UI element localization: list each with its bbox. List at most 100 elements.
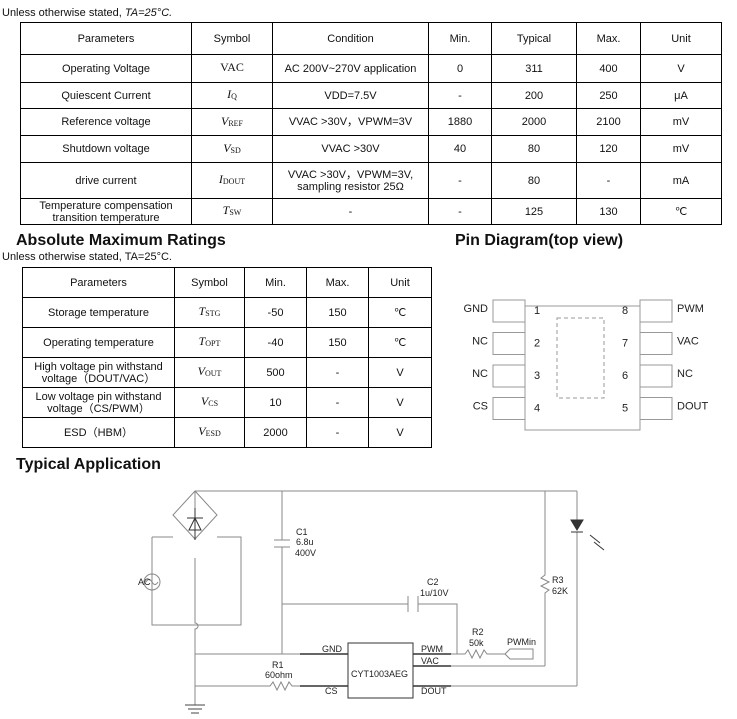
pin-number: 1 bbox=[534, 305, 540, 317]
application-circuit: AC C1 6.8u 400V C2 1u/10V R3 62K R2 50k … bbox=[138, 490, 605, 714]
cell-min: 10 bbox=[244, 387, 307, 418]
cell-cond: VVAC >30V bbox=[272, 135, 429, 163]
cell-param: High voltage pin withstand voltage（DOUT/… bbox=[22, 357, 175, 388]
pin-left-1 bbox=[492, 299, 526, 323]
cell-unit: V bbox=[368, 357, 432, 388]
cell-unit: V bbox=[640, 54, 722, 83]
column-header: Unit bbox=[368, 267, 432, 298]
label-r1: R1 bbox=[272, 660, 284, 670]
symbol-sub: SD bbox=[230, 145, 241, 155]
cell-sym: VAC bbox=[191, 54, 273, 83]
label-r2-value: 50k bbox=[469, 638, 484, 648]
exposed-pad bbox=[556, 317, 605, 399]
note-text: Unless otherwise stated, bbox=[2, 7, 125, 19]
cell-cond: - bbox=[272, 198, 429, 225]
capacitor-c1 bbox=[274, 491, 290, 654]
cell-min: 500 bbox=[244, 357, 307, 388]
cell-unit: ℃ bbox=[368, 327, 432, 358]
label-c2: C2 bbox=[427, 577, 439, 587]
abs-max-title: Absolute Maximum Ratings bbox=[16, 232, 226, 249]
column-header: Symbol bbox=[191, 22, 273, 55]
pin-left-3 bbox=[492, 364, 526, 388]
symbol-sub: STG bbox=[205, 309, 221, 318]
cell-sym: VCS bbox=[174, 387, 245, 418]
label-vac: VAC bbox=[421, 656, 439, 666]
column-header: Condition bbox=[272, 22, 429, 55]
column-header: Unit bbox=[640, 22, 722, 55]
column-header: Parameters bbox=[20, 22, 192, 55]
column-header: Min. bbox=[244, 267, 307, 298]
typical-application-title: Typical Application bbox=[16, 456, 161, 473]
symbol-sub: OUT bbox=[204, 369, 222, 378]
cell-min: 40 bbox=[428, 135, 492, 163]
wires-rectifier bbox=[151, 490, 577, 705]
pin-name: NC bbox=[677, 368, 693, 380]
cell-unit: mA bbox=[640, 162, 722, 199]
column-header: Typical bbox=[491, 22, 577, 55]
pin-number: 8 bbox=[622, 305, 628, 317]
cell-param: Reference voltage bbox=[20, 108, 192, 136]
cell-param: ESD（HBM） bbox=[22, 417, 175, 448]
cell-unit: V bbox=[368, 387, 432, 418]
symbol-sub: DOUT bbox=[222, 177, 246, 186]
pin-right-6 bbox=[639, 364, 673, 388]
cell-param: drive current bbox=[20, 162, 192, 199]
label-c1: C1 bbox=[296, 527, 308, 537]
symbol-main: T bbox=[198, 304, 206, 318]
cell-cond: VDD=7.5V bbox=[272, 82, 429, 109]
cell-param: Storage temperature bbox=[22, 297, 175, 328]
led-icon bbox=[570, 519, 584, 533]
pin-number: 5 bbox=[622, 403, 628, 415]
symbol-sub: SW bbox=[229, 208, 242, 217]
symbol-main: T bbox=[222, 203, 230, 217]
cell-cond: VVAC >30V，VPWM=3V, sampling resistor 25Ω bbox=[272, 162, 429, 199]
label-r2: R2 bbox=[472, 627, 484, 637]
cell-typ: 125 bbox=[491, 198, 577, 225]
label-dout: DOUT bbox=[421, 686, 447, 696]
pin-name: CS bbox=[473, 401, 488, 413]
pin-number: 2 bbox=[534, 338, 540, 350]
pin-name: VAC bbox=[677, 336, 699, 348]
cell-sym: TOPT bbox=[174, 327, 245, 358]
cell-max: 2100 bbox=[576, 108, 641, 136]
pin-number: 6 bbox=[622, 370, 628, 382]
table-row: Low voltage pin withstand voltage（CS/PWM… bbox=[22, 387, 432, 418]
light-rays-icon bbox=[589, 534, 605, 551]
table-row: High voltage pin withstand voltage（DOUT/… bbox=[22, 357, 432, 388]
ac-sine-icon bbox=[145, 579, 159, 585]
pin-name: NC bbox=[472, 336, 488, 348]
pin-number: 7 bbox=[622, 338, 628, 350]
cell-sym: TSW bbox=[191, 198, 273, 225]
column-header: Symbol bbox=[174, 267, 245, 298]
cell-typ: 80 bbox=[491, 162, 577, 199]
label-c1-value: 6.8u bbox=[296, 537, 314, 547]
cell-max: - bbox=[576, 162, 641, 199]
symbol-sub: REF bbox=[228, 118, 243, 128]
label-gnd: GND bbox=[322, 644, 343, 654]
cell-min: 1880 bbox=[428, 108, 492, 136]
resistor-r2 bbox=[413, 648, 534, 660]
table-row: Temperature compensation transition temp… bbox=[20, 198, 722, 225]
symbol-main: V bbox=[197, 364, 205, 378]
cell-sym: IQ bbox=[191, 82, 273, 109]
cell-min: 0 bbox=[428, 54, 492, 83]
symbol-main: V bbox=[220, 113, 229, 128]
symbol-sub: CS bbox=[208, 399, 219, 408]
cell-cond: AC 200V~270V application bbox=[272, 54, 429, 83]
label-c1-rating: 400V bbox=[295, 548, 316, 558]
cell-max: 400 bbox=[576, 54, 641, 83]
bridge-diode-icon bbox=[187, 508, 203, 540]
pin-name: GND bbox=[464, 303, 489, 315]
cell-sym: VREF bbox=[191, 108, 273, 136]
abs-note: Unless otherwise stated, TA=25°C. bbox=[2, 251, 172, 263]
cell-max: 250 bbox=[576, 82, 641, 109]
cell-param: Low voltage pin withstand voltage（CS/PWM… bbox=[22, 387, 175, 418]
pin-right-8 bbox=[639, 299, 673, 323]
